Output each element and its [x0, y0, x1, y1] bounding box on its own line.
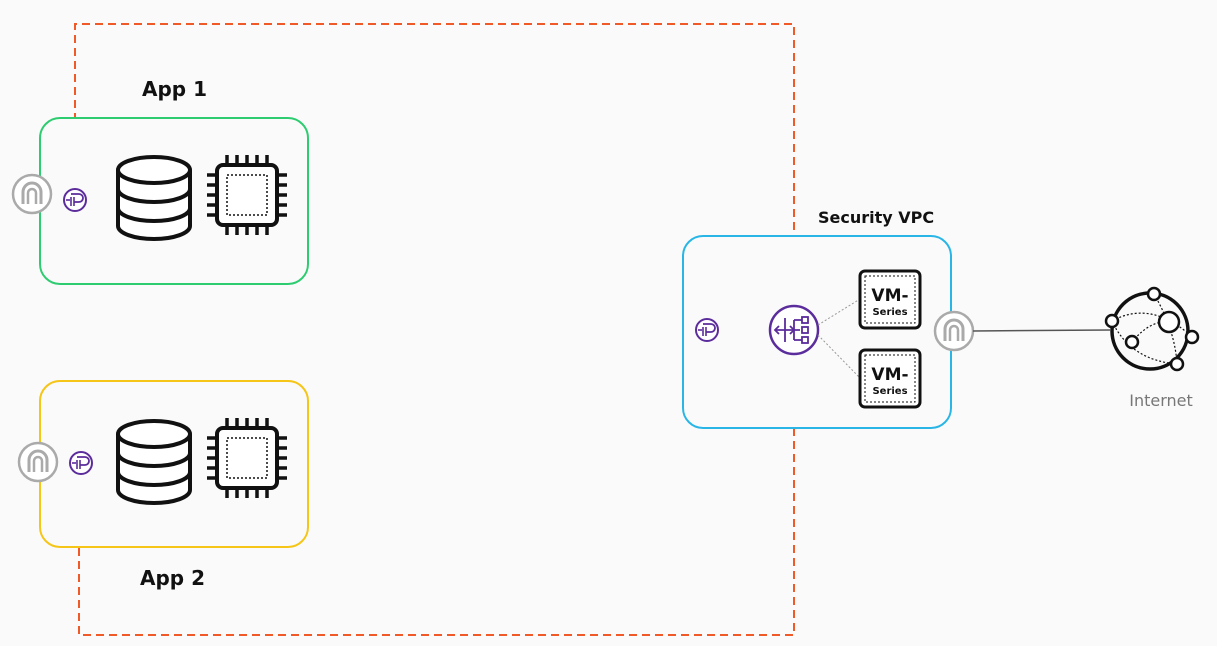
compute-chip-icon [205, 416, 289, 500]
traffic-path-app2 [78, 370, 795, 636]
vm-series-line2: Series [872, 386, 907, 397]
app1-group: App 1 [11, 77, 309, 285]
traffic-path-app1 [74, 23, 795, 294]
internet-gateway-icon [11, 173, 53, 215]
app1-label: App 1 [142, 77, 207, 101]
vpc-endpoint-icon [69, 451, 93, 475]
security-vpc-label: Security VPC [818, 208, 934, 227]
app2-group: App 2 [17, 380, 309, 590]
compute-chip-icon [205, 153, 289, 237]
internet-globe-icon: Internet [1104, 286, 1200, 410]
internet-gateway-icon [933, 310, 975, 352]
app2-label: App 2 [140, 566, 205, 590]
database-icon [116, 419, 192, 505]
internet-connection-line [972, 329, 1111, 332]
vm-series-line2: Series [872, 307, 907, 318]
vm-series-line1: VM- [871, 365, 908, 385]
vpc-endpoint-icon [695, 318, 719, 342]
security-vpc-group: Security VPC VM- Se [682, 208, 975, 429]
database-icon [116, 155, 192, 241]
vm-series-firewall-2: VM- Series [858, 348, 922, 409]
internet-label: Internet [1129, 391, 1193, 410]
firewall-connectors [817, 298, 861, 379]
internet-gateway-icon [17, 441, 59, 483]
vpc-endpoint-icon [63, 188, 87, 212]
gateway-load-balancer-icon [768, 304, 820, 356]
vm-series-line1: VM- [871, 286, 908, 306]
vm-series-firewall-1: VM- Series [858, 269, 922, 330]
